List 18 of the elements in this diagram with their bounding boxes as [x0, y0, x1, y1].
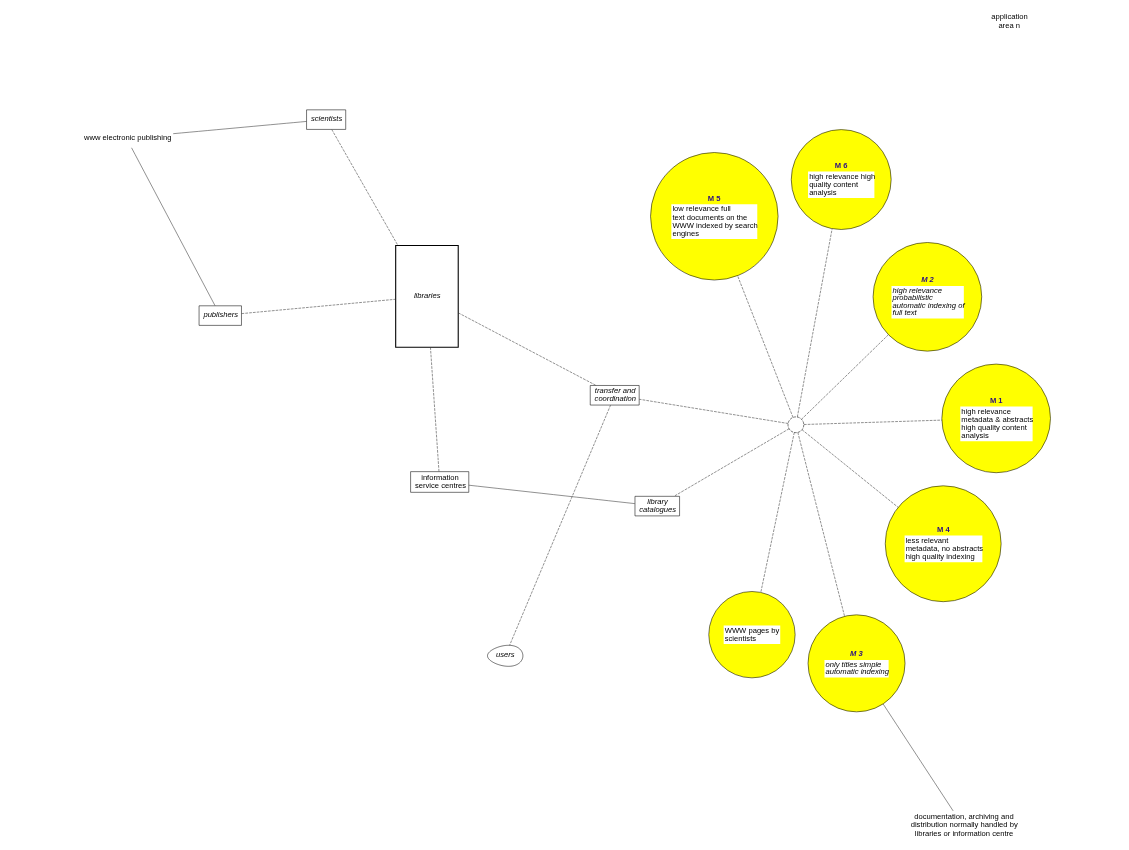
- connector: [457, 312, 596, 386]
- connector: [800, 333, 889, 419]
- connector: [801, 428, 898, 507]
- connector: [736, 275, 793, 418]
- connector: [240, 298, 396, 314]
- connector: [172, 120, 307, 134]
- connector: [429, 346, 439, 472]
- connector: [760, 431, 795, 593]
- connector: [638, 398, 788, 424]
- connector: [803, 419, 942, 425]
- connector: [331, 128, 398, 246]
- connector: [468, 484, 635, 504]
- node-circle: [787, 416, 804, 433]
- connector: [797, 431, 845, 616]
- connector: [882, 703, 953, 811]
- connector: [130, 147, 215, 306]
- connector: [508, 404, 611, 646]
- connector: [796, 227, 832, 417]
